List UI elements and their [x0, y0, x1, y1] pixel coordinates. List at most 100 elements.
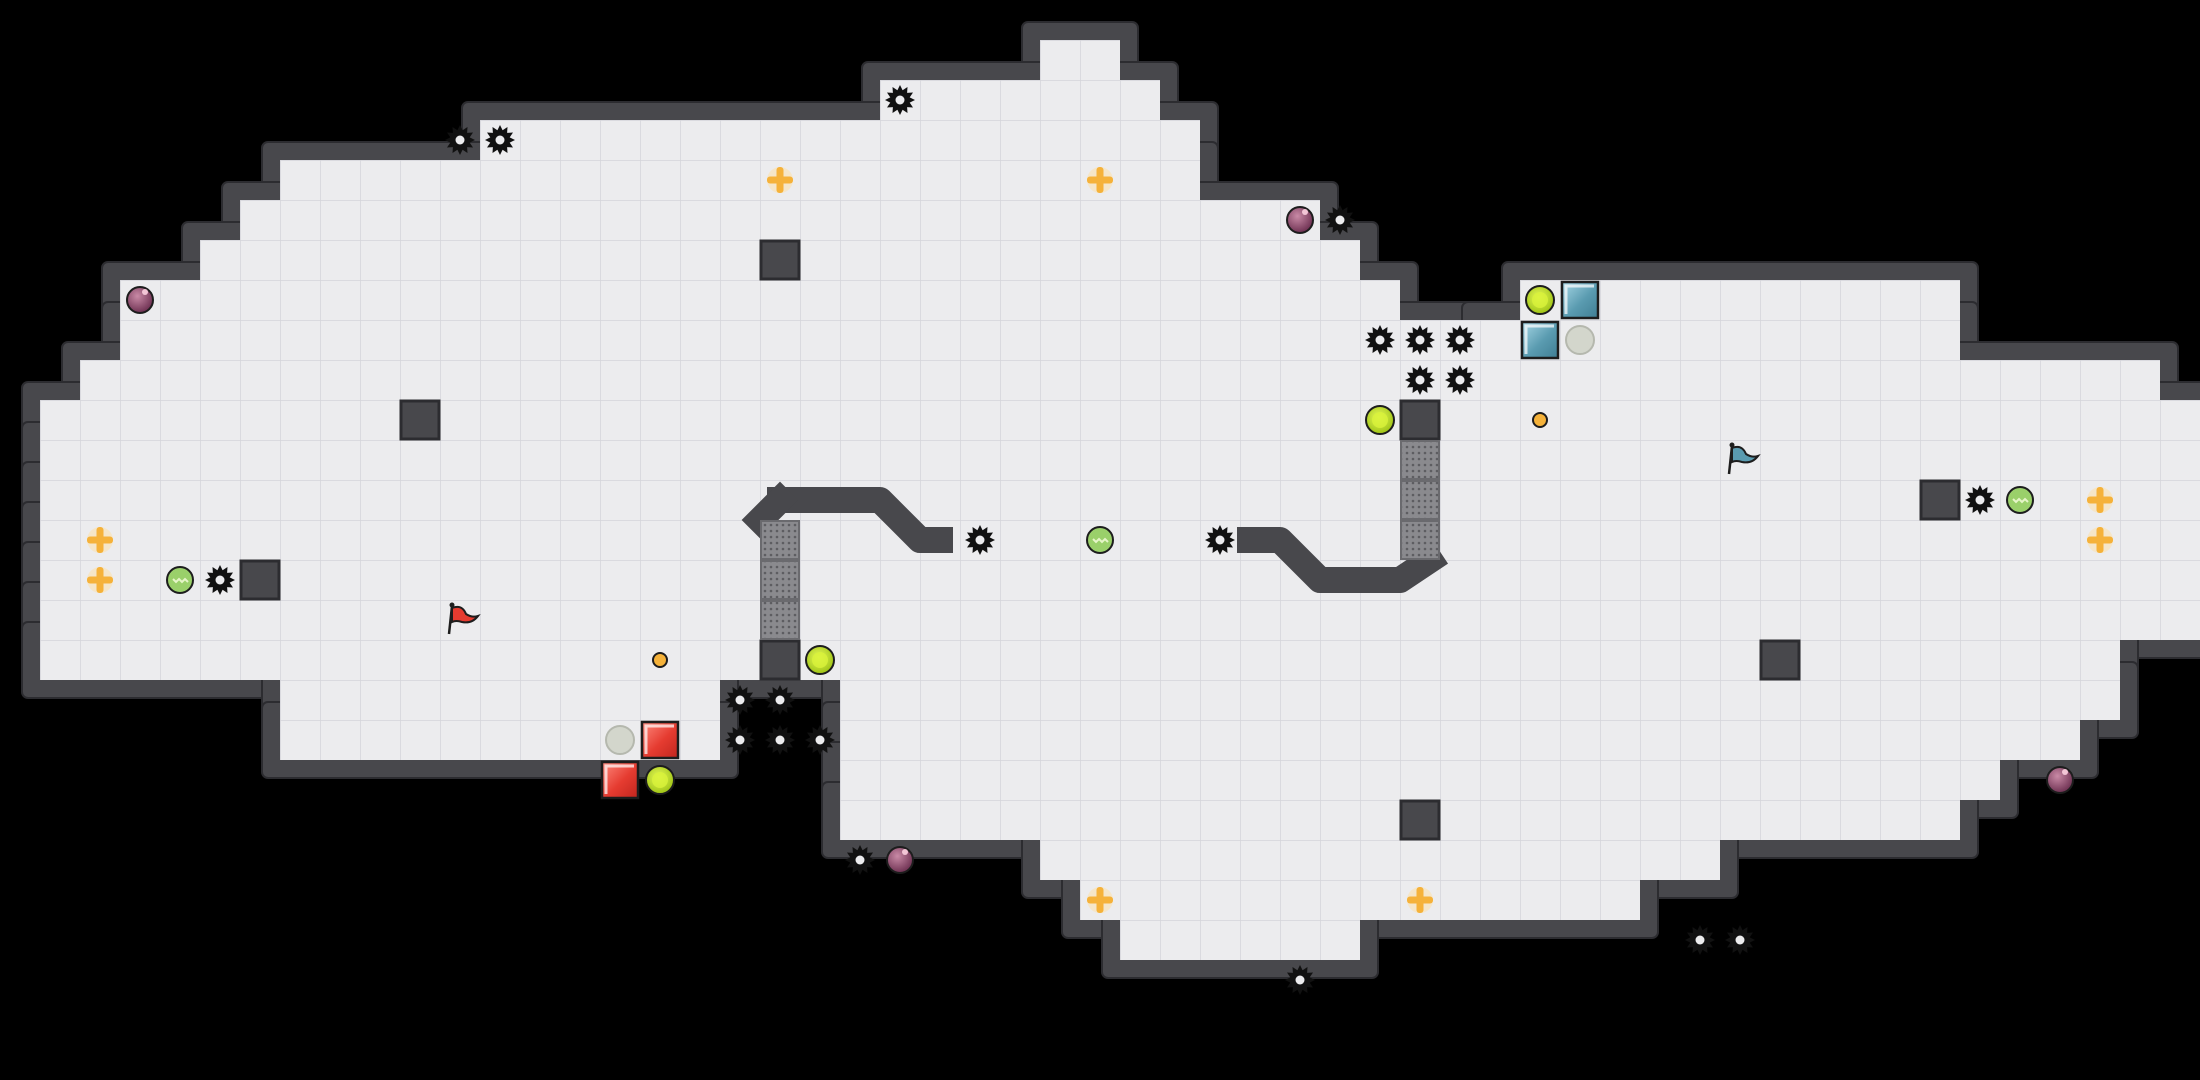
wall-block — [759, 639, 801, 681]
button-icon[interactable] — [805, 645, 835, 675]
powerup-icon[interactable] — [1086, 526, 1114, 554]
spike-center — [1375, 335, 1385, 345]
bomb-body — [2046, 766, 2074, 794]
floor-tile-row — [40, 600, 2200, 640]
boost-icon[interactable] — [1087, 167, 1113, 193]
flag-cloth — [1731, 445, 1761, 464]
boost-icon[interactable] — [1087, 887, 1113, 913]
spawn-pad-shine — [604, 764, 634, 794]
boost-icon[interactable] — [87, 527, 113, 553]
wall-block — [1399, 399, 1441, 441]
boost-icon[interactable] — [2087, 527, 2113, 553]
floor-tile-row — [40, 440, 2200, 480]
spike-center — [1415, 375, 1425, 385]
button-core — [1372, 412, 1388, 428]
spike-icon — [1205, 525, 1235, 555]
gate-tile[interactable] — [1400, 520, 1440, 560]
floor-tile-row — [1480, 320, 1960, 360]
spike-icon — [445, 125, 475, 155]
blue-spawn-pad-icon — [1520, 320, 1560, 360]
powerup-icon[interactable] — [2006, 486, 2034, 514]
item-layer — [87, 85, 2113, 995]
bomb-fuse — [902, 849, 908, 855]
button-core — [812, 652, 828, 668]
portal-icon[interactable] — [1565, 325, 1595, 355]
spike-center — [1735, 935, 1745, 945]
bomb-icon — [2046, 766, 2074, 794]
floor-tile-row — [40, 560, 2200, 600]
spawn-pad-body — [1520, 320, 1560, 360]
spike-center — [215, 575, 225, 585]
spike-icon — [1285, 965, 1315, 995]
boost-bar-h — [1087, 176, 1113, 184]
spike-icon — [725, 685, 755, 715]
floor-tile-row — [40, 640, 2120, 680]
spawn-pad-shine — [1524, 324, 1554, 354]
floor-tile-row — [40, 520, 2200, 560]
floor-tile-row — [840, 720, 2080, 760]
bomb-fuse — [2062, 769, 2068, 775]
floor-tile-row — [1120, 920, 1360, 960]
button-icon[interactable] — [1365, 405, 1395, 435]
boost-icon[interactable] — [87, 567, 113, 593]
button-icon[interactable] — [645, 765, 675, 795]
bomb-body — [126, 286, 154, 314]
gate-tile[interactable] — [1400, 480, 1440, 520]
floor-tile-row — [1040, 40, 1120, 80]
floor-tile-row — [40, 480, 2200, 520]
spike-center — [455, 135, 465, 145]
boost-bar-h — [2087, 536, 2113, 544]
blue-flag-icon[interactable] — [1727, 442, 1761, 475]
gate-layer — [760, 440, 1440, 640]
floor-tile-row — [80, 360, 2160, 400]
gate-tile[interactable] — [760, 560, 800, 600]
button-core — [652, 772, 668, 788]
powerup-mark — [2012, 497, 2029, 504]
boost-bar-h — [87, 536, 113, 544]
spike-icon — [1445, 365, 1475, 395]
boost-icon[interactable] — [1407, 887, 1433, 913]
boost-icon[interactable] — [767, 167, 793, 193]
floor-tile-row — [840, 760, 2000, 800]
floor-tile-row — [120, 280, 1400, 320]
boost-bar-h — [87, 576, 113, 584]
coin-icon — [1532, 412, 1548, 428]
spawn-pad-body — [640, 720, 680, 760]
spike-center — [775, 735, 785, 745]
button-icon[interactable] — [1525, 285, 1555, 315]
portal-icon[interactable] — [605, 725, 635, 755]
wall-block — [1399, 799, 1441, 841]
spike-center — [815, 735, 825, 745]
boost-bar-h — [767, 176, 793, 184]
spike-icon — [1405, 325, 1435, 355]
bomb-fuse — [142, 289, 148, 295]
spike-icon — [1405, 365, 1435, 395]
bomb-icon — [886, 846, 914, 874]
floor-tile-row — [880, 80, 1160, 120]
gate-tile[interactable] — [760, 520, 800, 560]
floor-tile-row — [280, 160, 1200, 200]
spike-center — [1975, 495, 1985, 505]
ridge-wall — [741, 481, 799, 539]
powerup-icon[interactable] — [166, 566, 194, 594]
floor-tile-row — [40, 400, 2200, 440]
spike-center — [735, 695, 745, 705]
spike-icon — [965, 525, 995, 555]
spike-icon — [1965, 485, 1995, 515]
floor-layer — [40, 40, 2200, 960]
floor-tile-row — [840, 680, 2120, 720]
spawn-pad-shine — [644, 724, 674, 754]
spike-center — [1335, 215, 1345, 225]
gate-tile[interactable] — [760, 600, 800, 640]
red-flag-icon[interactable] — [447, 602, 481, 635]
spike-center — [1215, 535, 1225, 545]
bomb-icon — [1286, 206, 1314, 234]
bomb-fuse — [1302, 209, 1308, 215]
spike-center — [735, 735, 745, 745]
spike-center — [1295, 975, 1305, 985]
gate-tile[interactable] — [1400, 440, 1440, 480]
spike-icon — [485, 125, 515, 155]
flag-cloth — [451, 605, 481, 624]
boost-icon[interactable] — [2087, 487, 2113, 513]
